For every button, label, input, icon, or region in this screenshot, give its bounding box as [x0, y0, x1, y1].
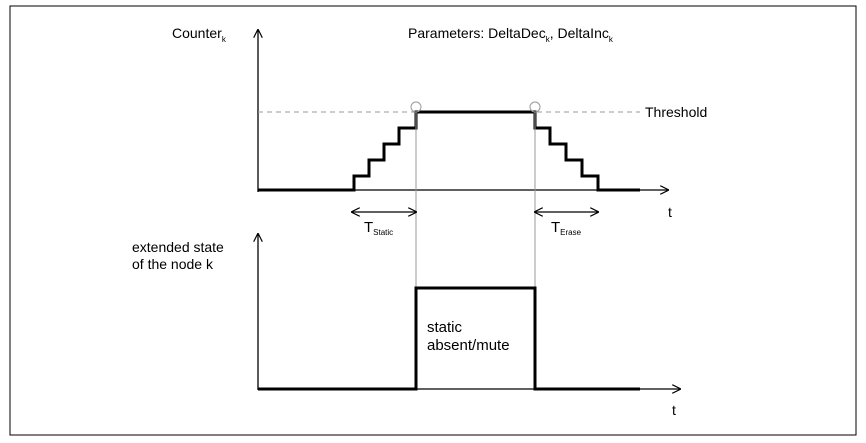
- state-y-label-line2: of the node k: [132, 256, 214, 272]
- t-erase-label: TErase: [551, 219, 582, 237]
- counter-y-label: Counterk: [172, 25, 227, 44]
- counter-curve: [258, 110, 640, 192]
- state-y-label-line1: extended state: [132, 239, 224, 255]
- counter-t-axis-label: t: [668, 204, 672, 220]
- threshold-label: Threshold: [645, 104, 707, 120]
- t-static-label: TStatic: [364, 219, 393, 237]
- box-label-line2: absent/mute: [427, 337, 510, 354]
- state-pulse: [258, 286, 640, 391]
- box-label-line1: static: [427, 319, 463, 336]
- diagram-frame: [9, 5, 857, 436]
- state-t-axis-label: t: [672, 402, 676, 418]
- parameters-label: Parameters: DeltaDeck, DeltaInck: [408, 25, 614, 44]
